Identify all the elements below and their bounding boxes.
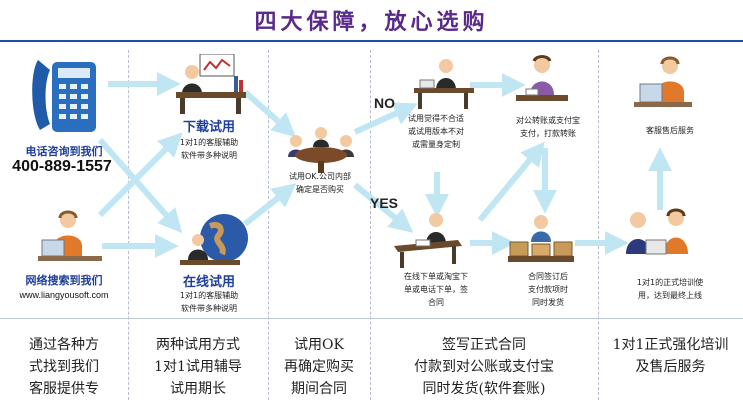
summary-column-3: 试用OK 再确定购买 期间合同 <box>268 334 370 400</box>
arrow-online-to-meeting <box>243 183 297 227</box>
arrow-order-to-pay <box>477 141 545 222</box>
order-signing-person-icon <box>394 213 462 268</box>
training-people-icon <box>626 208 688 255</box>
summary-2-line-2: 1对1试用辅导 <box>154 359 242 375</box>
online-trial-desc-1: 1对1的客服辅助 <box>179 291 239 300</box>
column-divider-2 <box>268 50 269 400</box>
order-desc-1: 在线下单或淘宝下 <box>404 272 468 281</box>
training-desc-1: 1对1的正式培训使 <box>636 278 704 287</box>
contract-shipping-boxes-icon <box>508 215 574 262</box>
column-divider-3 <box>370 50 371 400</box>
contract-desc-2: 支付款项时 <box>528 285 568 294</box>
column-divider-4 <box>598 50 599 400</box>
summary-3-line-2: 再确定购买 <box>284 359 354 375</box>
meeting-desc-2: 确定是否购买 <box>296 185 344 194</box>
after-sales-service-icon <box>634 56 692 107</box>
online-trial-title: 在线试用 <box>182 275 235 290</box>
summary-5-line-2: 及售后服务 <box>635 359 706 375</box>
download-trial-desc-2: 软件带多种说明 <box>181 151 237 160</box>
summary-4-line-3: 同时发货(软件套账) <box>422 381 546 397</box>
arrow-download-to-meeting <box>243 89 297 138</box>
training-desc-2: 用，达到最终上线 <box>638 291 702 300</box>
phone-number: 400-889-1557 <box>12 158 112 175</box>
summary-column-1: 通过各种方 式找到我们 客服提供专 <box>0 334 128 400</box>
order-desc-2: 单或电话下单，签 <box>404 285 468 294</box>
summary-column-5: 1对1正式强化培训 及售后服务 <box>598 334 743 378</box>
summary-1-line-2: 式找到我们 <box>29 359 99 375</box>
payment-desc-1: 对公转账或支付宝 <box>516 116 580 125</box>
summary-2-line-1: 两种试用方式 <box>156 337 240 353</box>
no-branch-label: NO <box>374 95 395 111</box>
summary-column-2: 两种试用方式 1对1试用辅导 试用期长 <box>128 334 268 400</box>
payment-person-icon <box>516 55 568 101</box>
contract-desc-3: 同时发货 <box>532 298 564 307</box>
after-sales-desc: 客服售后服务 <box>646 126 694 135</box>
meeting-table-icon <box>288 127 354 173</box>
summary-5-line-1: 1对1正式强化培训 <box>612 337 729 353</box>
custom-desc-3: 或需量身定制 <box>412 140 460 149</box>
page-title: 四大保障，放心选购 <box>254 9 489 35</box>
summary-2-line-3: 试用期长 <box>170 381 226 397</box>
phone-contact-title: 电话咨询到我们 <box>25 145 103 158</box>
customer-service-person-icon <box>38 210 102 261</box>
bottom-section-divider <box>0 318 743 319</box>
column-divider-1 <box>128 50 129 400</box>
arrow-meeting-to-yes <box>353 182 414 233</box>
summary-3-line-3: 期间合同 <box>291 381 347 397</box>
summary-4-line-2: 付款到对公账或支付宝 <box>414 359 554 375</box>
order-desc-3: 合同 <box>428 298 444 307</box>
contract-desc-1: 合同签订后 <box>528 272 568 281</box>
title-divider <box>0 40 743 42</box>
download-trial-title: 下载试用 <box>182 120 235 135</box>
summary-1-line-3: 客服提供专 <box>29 381 99 397</box>
payment-desc-2: 支付，打款转账 <box>520 129 576 138</box>
web-search-title: 网络搜索到我们 <box>25 274 103 287</box>
custom-desc-2: 或试用版本不对 <box>408 127 464 136</box>
arrow-web-to-download <box>97 132 183 218</box>
arrow-phone-to-online <box>97 138 183 234</box>
online-trial-globe-icon <box>180 214 248 265</box>
download-trial-office-icon <box>176 54 246 114</box>
online-trial-desc-2: 软件带多种说明 <box>181 304 237 313</box>
summary-4-line-1: 签写正式合同 <box>442 337 526 353</box>
meeting-desc-1: 试用OK.公司内部 <box>288 172 352 181</box>
website-url: www.liangyousoft.com <box>19 290 109 300</box>
custom-desc-1: 试用觉得不合适 <box>408 114 464 123</box>
summary-1-line-1: 通过各种方 <box>29 337 99 353</box>
download-trial-desc-1: 1对1的客服辅助 <box>179 138 239 147</box>
telephone-icon <box>32 60 96 132</box>
arrow-meeting-to-no <box>353 102 418 135</box>
custom-requirement-person-icon <box>414 59 474 109</box>
summary-column-4: 签写正式合同 付款到对公账或支付宝 同时发货(软件套账) <box>370 334 598 400</box>
summary-3-line-1: 试用OK <box>294 337 344 353</box>
yes-branch-label: YES <box>370 195 399 211</box>
